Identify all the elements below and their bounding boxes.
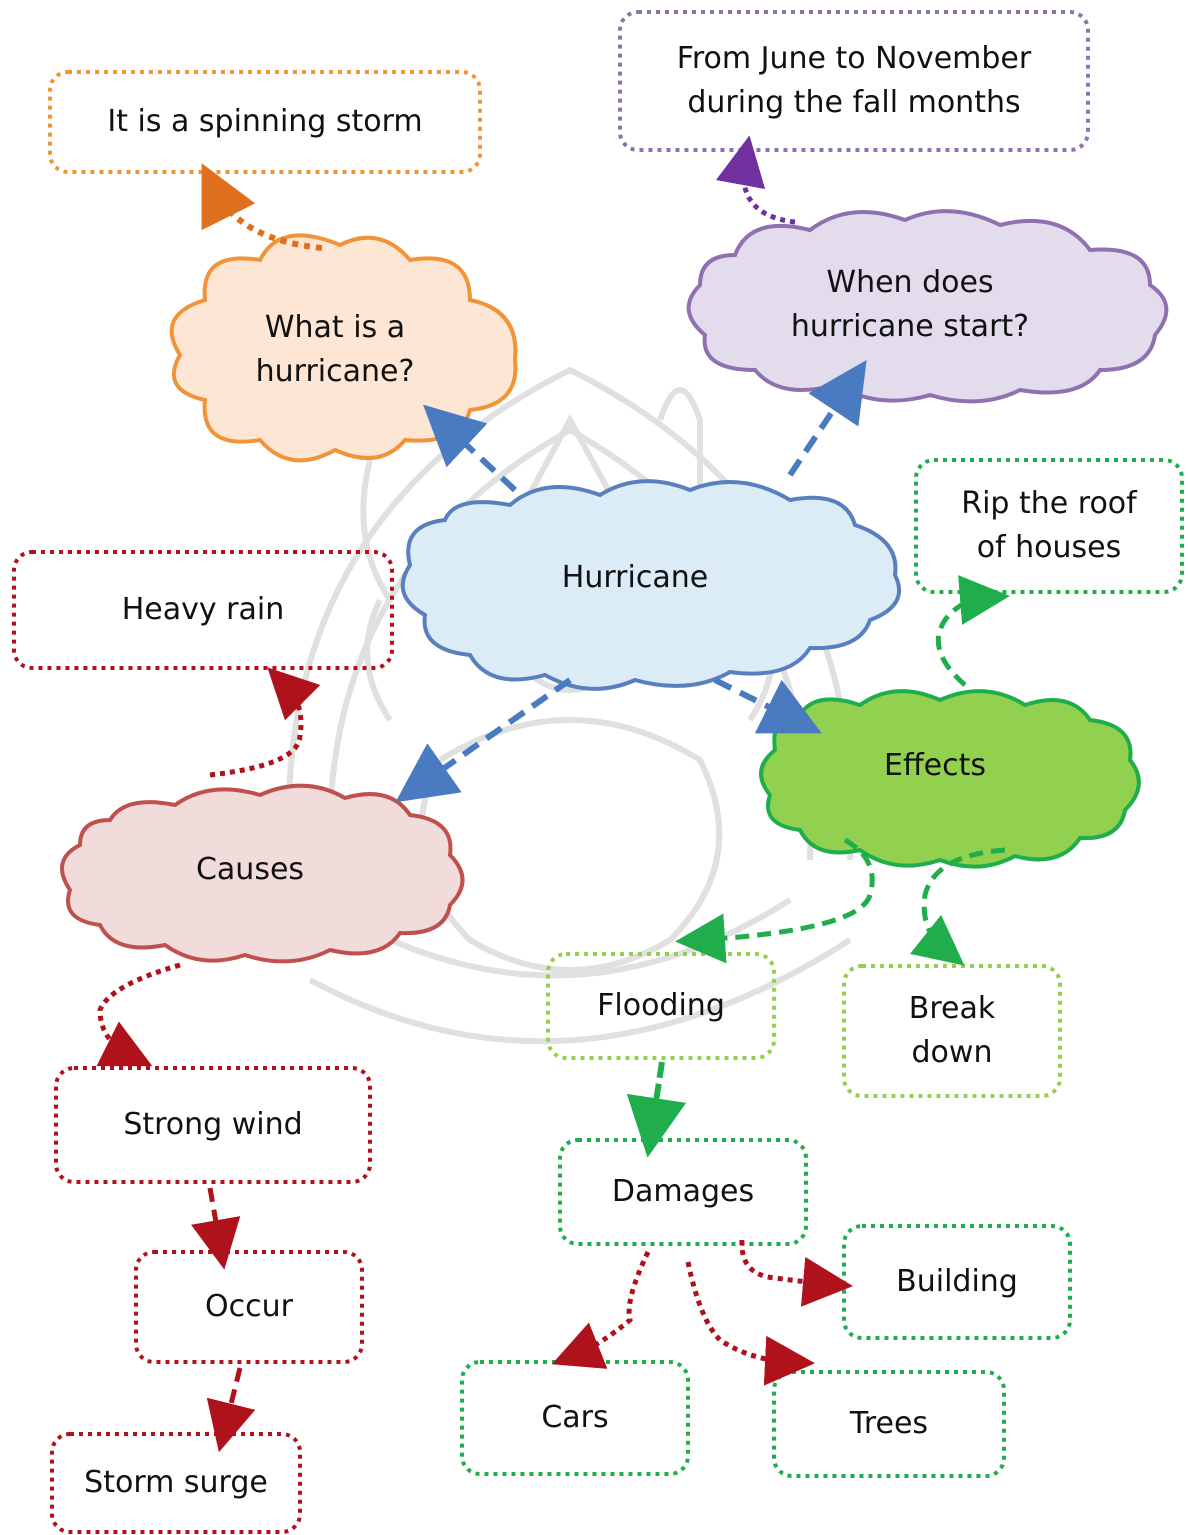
arrow-to-occur: [191, 1187, 241, 1270]
box-break-down: [842, 964, 1062, 1098]
arrow-to-damages: [626, 1061, 687, 1158]
label-cars: Cars: [541, 1400, 609, 1435]
arrow-to-cars: [551, 1250, 651, 1369]
cloud-hurricane: [400, 479, 901, 691]
arrow-to-when-start: [787, 360, 867, 477]
box-occur: [134, 1250, 364, 1364]
label-rip-roof: Rip the roof of houses: [961, 486, 1137, 565]
label-june-november: From June to November during the fall mo…: [676, 41, 1032, 120]
cloud-effects: [759, 689, 1141, 869]
box-trees: [772, 1370, 1006, 1478]
label-effects: Effects: [884, 748, 986, 783]
arrow-to-june-november: [715, 135, 796, 225]
arrow-to-strong-wind: [96, 962, 181, 1067]
box-june-november: [618, 10, 1090, 152]
arrow-to-spinning-storm: [201, 163, 323, 251]
cloud-when-start: [686, 209, 1169, 404]
arrow-to-break-down: [909, 847, 1006, 966]
label-damages: Damages: [611, 1174, 755, 1209]
box-heavy-rain: [12, 550, 394, 670]
box-damages: [558, 1138, 808, 1246]
box-flooding: [546, 952, 776, 1060]
label-strong-wind: Strong wind: [123, 1107, 303, 1142]
arrow-to-what-is: [423, 404, 518, 493]
box-strong-wind: [54, 1066, 372, 1184]
label-storm-surge: Storm surge: [84, 1465, 268, 1500]
arrow-to-storm-surge: [206, 1367, 256, 1453]
arrow-to-rip-roof: [935, 575, 1010, 687]
cloud-causes: [60, 783, 465, 964]
label-flooding: Flooding: [597, 988, 725, 1023]
box-storm-surge: [50, 1432, 302, 1534]
label-building: Building: [896, 1264, 1018, 1299]
arrow-to-heavy-rain: [209, 667, 321, 778]
box-spinning-storm: [48, 70, 482, 174]
box-rip-roof: [914, 458, 1184, 594]
arrow-to-effects: [713, 677, 822, 734]
label-trees: Trees: [849, 1406, 929, 1441]
arrow-to-building: [739, 1239, 853, 1307]
label-break-down: Break down: [908, 991, 996, 1070]
label-hurricane: Hurricane: [561, 560, 709, 595]
arrow-to-trees: [685, 1261, 815, 1386]
label-what-is: What is a hurricane?: [255, 310, 415, 389]
label-causes: Causes: [195, 852, 305, 887]
arrow-to-flooding: [675, 837, 875, 964]
box-cars: [460, 1360, 690, 1476]
label-occur: Occur: [205, 1289, 293, 1324]
arrow-to-causes: [395, 677, 572, 803]
label-when-start: When does hurricane start?: [790, 265, 1030, 344]
label-spinning-storm: It is a spinning storm: [107, 104, 423, 139]
label-heavy-rain: Heavy rain: [121, 592, 285, 627]
